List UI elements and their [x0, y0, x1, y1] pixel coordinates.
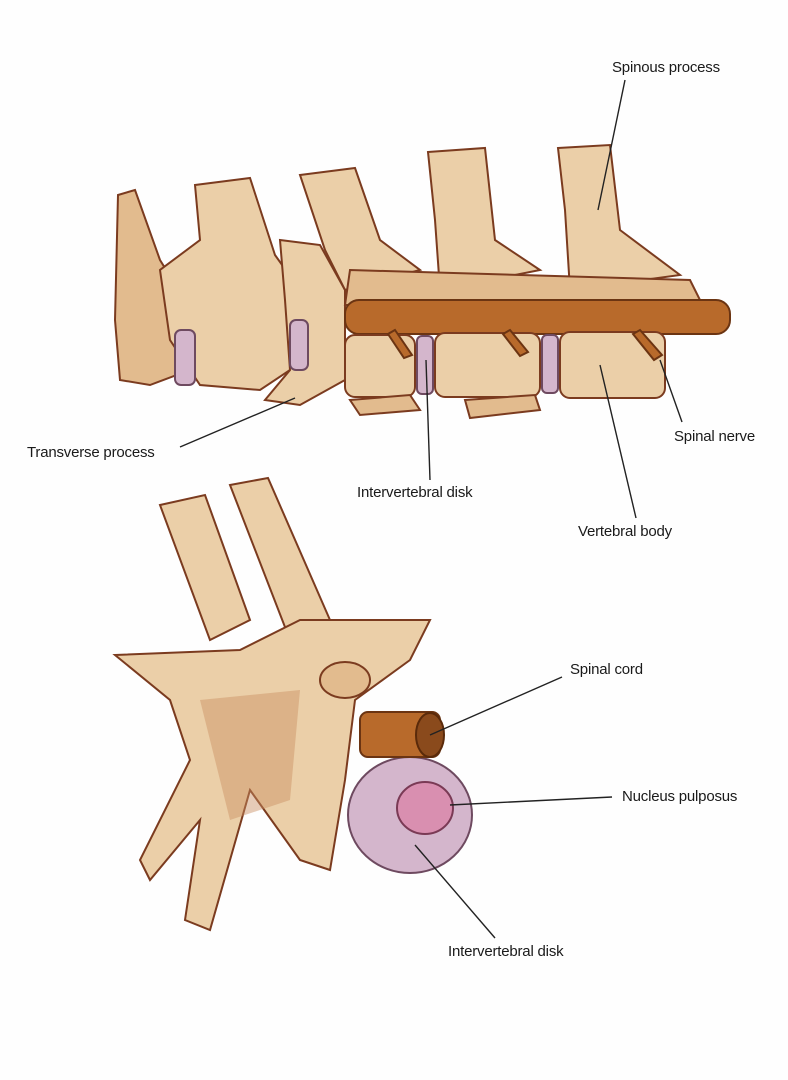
- leader-intervertebral-disk-bottom: [414, 844, 496, 939]
- nucleus-pulposus: [396, 781, 454, 835]
- vertebral-body-3: [559, 331, 666, 399]
- leader-nucleus-pulposus: [449, 796, 613, 806]
- leader-spinal-cord: [429, 676, 563, 736]
- spinal-cord-rod: [344, 299, 731, 335]
- label-intervertebral-disk-top: Intervertebral disk: [357, 484, 473, 501]
- label-transverse-process: Transverse process: [27, 444, 155, 461]
- intervertebral-disk-top-1: [416, 335, 434, 395]
- label-vertebral-body: Vertebral body: [578, 523, 672, 540]
- disk-far: [174, 329, 196, 386]
- label-spinous-process: Spinous process: [612, 59, 720, 76]
- vertebral-body-2: [434, 332, 541, 398]
- spinal-nerve-2: [501, 328, 530, 358]
- oblique-vertebra-illustration: [112, 476, 473, 932]
- leader-intervertebral-disk-top: [425, 359, 431, 481]
- spinous-process-3: [556, 143, 683, 292]
- label-spinal-cord: Spinal cord: [570, 661, 643, 678]
- leader-spinal-nerve: [659, 359, 683, 423]
- leader-transverse-process: [179, 397, 296, 448]
- lateral-spine-illustration: [113, 143, 731, 420]
- spinal-nerve-3: [631, 328, 664, 362]
- spinous-process-1: [298, 166, 423, 292]
- label-spinal-nerve: Spinal nerve: [674, 428, 755, 445]
- lower-process-1: [348, 393, 422, 417]
- spinal-nerve-1: [386, 328, 414, 360]
- leader-spinous-process: [597, 79, 626, 211]
- disk-left: [289, 319, 309, 371]
- bone-shading: [200, 690, 300, 820]
- label-intervertebral-disk-bottom: Intervertebral disk: [448, 943, 564, 960]
- label-nucleus-pulposus: Nucleus pulposus: [622, 788, 738, 805]
- leader-vertebral-body: [599, 364, 637, 519]
- lower-process-2: [463, 393, 542, 420]
- articular-process: [319, 661, 371, 699]
- leader-lines: [179, 79, 683, 939]
- intervertebral-disk-top-2: [541, 334, 559, 394]
- spinous-process-left: [158, 493, 252, 642]
- vertebra-left: [158, 176, 307, 392]
- spinous-process-2: [426, 146, 543, 292]
